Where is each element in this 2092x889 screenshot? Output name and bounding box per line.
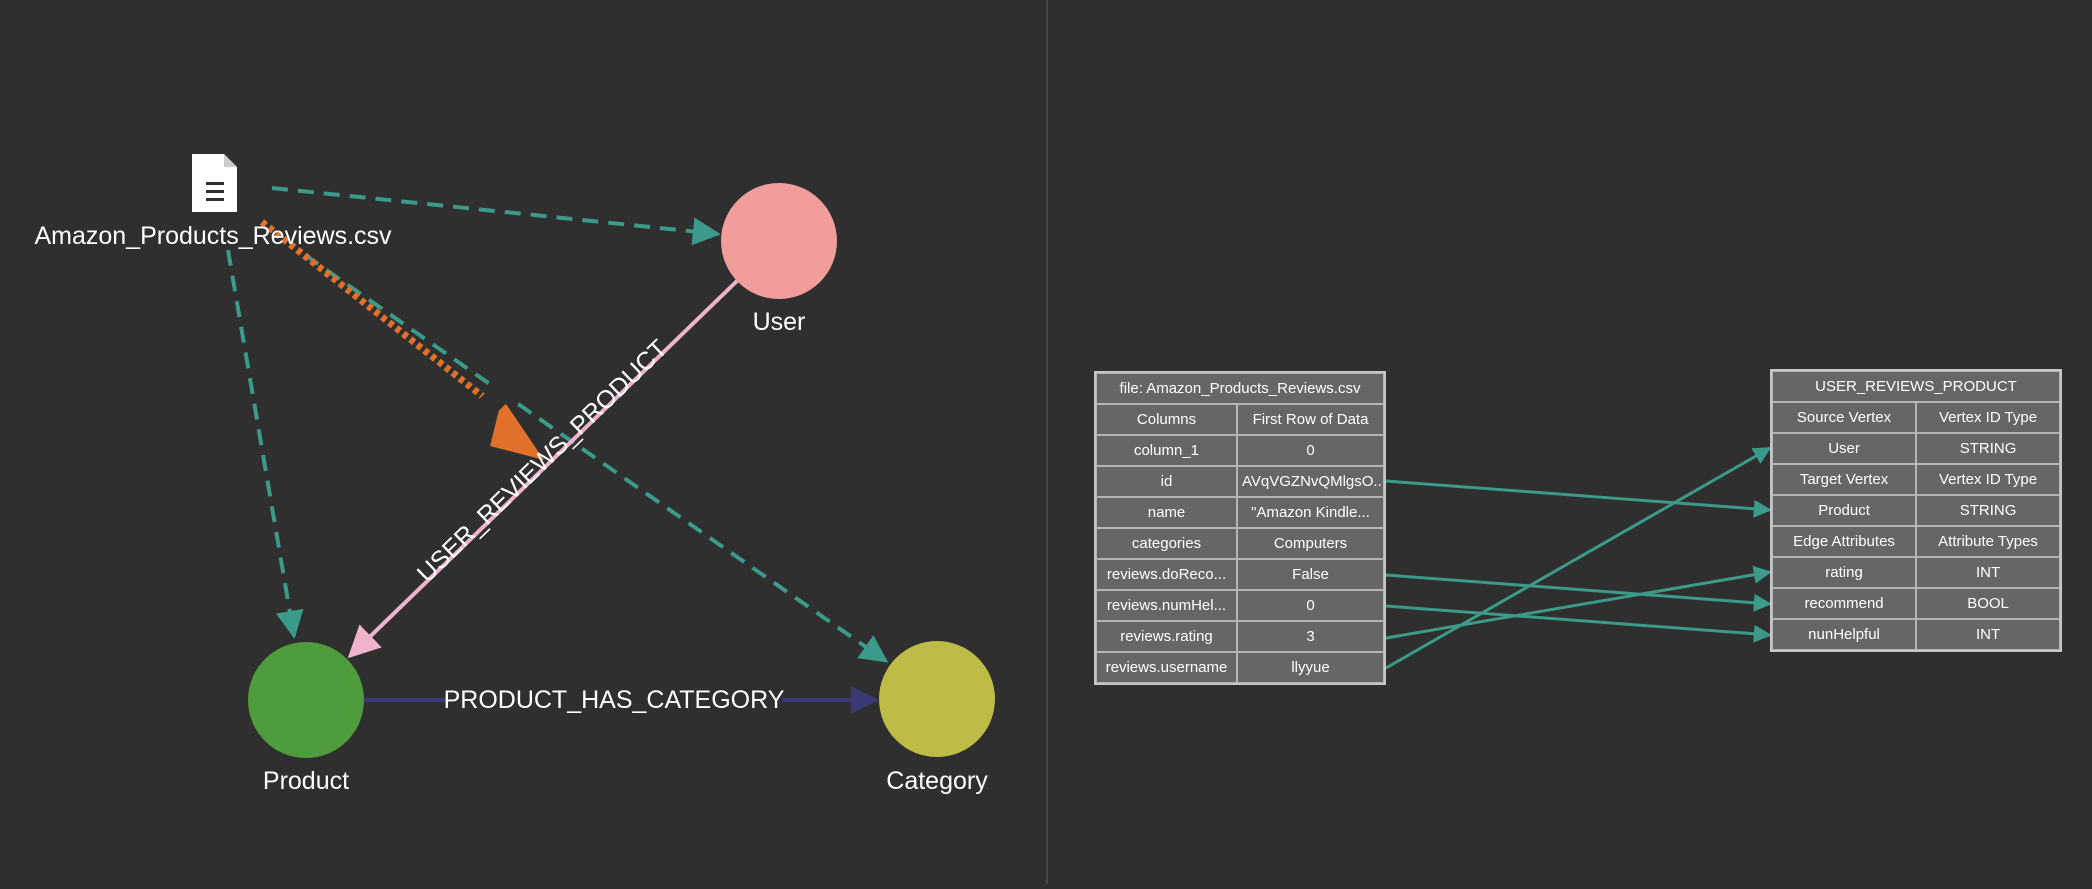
target-row-type: BOOL xyxy=(1916,588,2060,619)
source-row[interactable]: reviews.username llyyue xyxy=(1096,652,1384,683)
source-column-name[interactable]: reviews.doReco... xyxy=(1096,559,1237,590)
target-row-type: Attribute Types xyxy=(1916,526,2060,557)
target-row-type: STRING xyxy=(1916,433,2060,464)
source-row[interactable]: column_1 0 xyxy=(1096,435,1384,466)
document-icon-line xyxy=(206,198,224,201)
source-column-value: False xyxy=(1237,559,1384,590)
target-row-key[interactable]: nunHelpful xyxy=(1772,619,1917,650)
target-row-key: Target Vertex xyxy=(1772,464,1917,495)
vertex-product-circle[interactable] xyxy=(248,642,364,758)
vertex-product-label: Product xyxy=(263,767,349,795)
file-to-category-mapping-line[interactable] xyxy=(303,253,889,663)
target-row[interactable]: Target Vertex Vertex ID Type xyxy=(1772,464,2060,495)
file-to-edge-mapping-line[interactable] xyxy=(259,219,513,421)
target-row[interactable]: Product STRING xyxy=(1772,495,2060,526)
vertex-category[interactable]: Category xyxy=(879,641,995,795)
source-column-value: 3 xyxy=(1237,621,1384,652)
mapping-username-to-user[interactable] xyxy=(1385,446,1772,670)
source-column-name[interactable]: reviews.rating xyxy=(1096,621,1237,652)
source-column-name[interactable]: reviews.numHel... xyxy=(1096,590,1237,621)
vertex-category-circle[interactable] xyxy=(879,641,995,757)
source-column-name[interactable]: column_1 xyxy=(1096,435,1237,466)
source-column-value: "Amazon Kindle... xyxy=(1237,497,1384,528)
target-table-title: USER_REVIEWS_PRODUCT xyxy=(1772,371,2060,402)
source-column-value: 0 xyxy=(1237,435,1384,466)
target-row[interactable]: recommend BOOL xyxy=(1772,588,2060,619)
edge-mapping-arrowhead xyxy=(490,398,544,460)
target-row[interactable]: nunHelpful INT xyxy=(1772,619,2060,650)
target-row-key[interactable]: User xyxy=(1772,433,1917,464)
source-column-value: Computers xyxy=(1237,528,1384,559)
source-column-name[interactable]: categories xyxy=(1096,528,1237,559)
vertex-user-label: User xyxy=(753,308,806,336)
file-to-user-mapping-line[interactable] xyxy=(271,186,721,246)
source-row[interactable]: reviews.numHel... 0 xyxy=(1096,590,1384,621)
file-to-product-mapping-line[interactable] xyxy=(226,249,304,639)
edge-label-background xyxy=(446,682,782,720)
source-row[interactable]: reviews.rating 3 xyxy=(1096,621,1384,652)
pane-divider[interactable] xyxy=(1046,0,1048,884)
edge-label-background xyxy=(454,304,593,439)
target-row-type: STRING xyxy=(1916,495,2060,526)
target-row-key: Edge Attributes xyxy=(1772,526,1917,557)
source-row[interactable]: reviews.doReco... False xyxy=(1096,559,1384,590)
source-column-value: 0 xyxy=(1237,590,1384,621)
source-row[interactable]: categories Computers xyxy=(1096,528,1384,559)
mapping-numhelpful[interactable] xyxy=(1385,604,1772,643)
graph-schema-canvas[interactable]: USER_REVIEWS_PRODUCT PRODUCT_HAS_CATEGOR… xyxy=(0,0,1046,884)
target-row-type: Vertex ID Type xyxy=(1916,464,2060,495)
target-row-key[interactable]: recommend xyxy=(1772,588,1917,619)
target-row-key[interactable]: rating xyxy=(1772,557,1917,588)
vertex-category-label: Category xyxy=(886,767,988,795)
target-row[interactable]: rating INT xyxy=(1772,557,2060,588)
document-icon-line xyxy=(206,190,224,193)
source-column-name[interactable]: reviews.username xyxy=(1096,652,1237,683)
document-icon-fold xyxy=(224,154,237,167)
user-reviews-product-edge[interactable] xyxy=(347,278,740,659)
target-row[interactable]: Source Vertex Vertex ID Type xyxy=(1772,402,2060,433)
mapping-rating[interactable] xyxy=(1385,565,1772,640)
source-header-first-row: First Row of Data xyxy=(1237,404,1384,435)
target-row-type: INT xyxy=(1916,557,2060,588)
source-row[interactable]: id AVqVGZNvQMlgsO... xyxy=(1096,466,1384,497)
file-node[interactable]: Amazon_Products_Reviews.csv xyxy=(34,154,392,250)
target-row-type: INT xyxy=(1916,619,2060,650)
graph-schema-svg: USER_REVIEWS_PRODUCT PRODUCT_HAS_CATEGOR… xyxy=(34,154,995,795)
target-row-key[interactable]: Product xyxy=(1772,495,1917,526)
vertex-product[interactable]: Product xyxy=(248,642,364,795)
target-row-key: Source Vertex xyxy=(1772,402,1917,433)
target-row[interactable]: User STRING xyxy=(1772,433,2060,464)
source-table-title: file: Amazon_Products_Reviews.csv xyxy=(1096,373,1384,404)
mapping-id-to-product[interactable] xyxy=(1385,479,1772,518)
source-header-columns: Columns xyxy=(1096,404,1237,435)
vertex-user[interactable]: User xyxy=(721,183,837,336)
target-edge-table[interactable]: USER_REVIEWS_PRODUCT Source Vertex Verte… xyxy=(1770,369,2062,652)
source-column-name[interactable]: id xyxy=(1096,466,1237,497)
source-column-value: AVqVGZNvQMlgsO... xyxy=(1237,466,1384,497)
file-node-label: Amazon_Products_Reviews.csv xyxy=(34,222,392,250)
product-has-category-label[interactable]: PRODUCT_HAS_CATEGORY xyxy=(444,686,785,714)
vertex-user-circle[interactable] xyxy=(721,183,837,299)
source-row[interactable]: name "Amazon Kindle... xyxy=(1096,497,1384,528)
document-icon-line xyxy=(206,182,224,185)
target-row-type: Vertex ID Type xyxy=(1916,402,2060,433)
target-row[interactable]: Edge Attributes Attribute Types xyxy=(1772,526,2060,557)
source-file-table[interactable]: file: Amazon_Products_Reviews.csv Column… xyxy=(1094,371,1386,685)
source-column-value: llyyue xyxy=(1237,652,1384,683)
mapping-recommend[interactable] xyxy=(1385,573,1772,612)
source-column-name[interactable]: name xyxy=(1096,497,1237,528)
